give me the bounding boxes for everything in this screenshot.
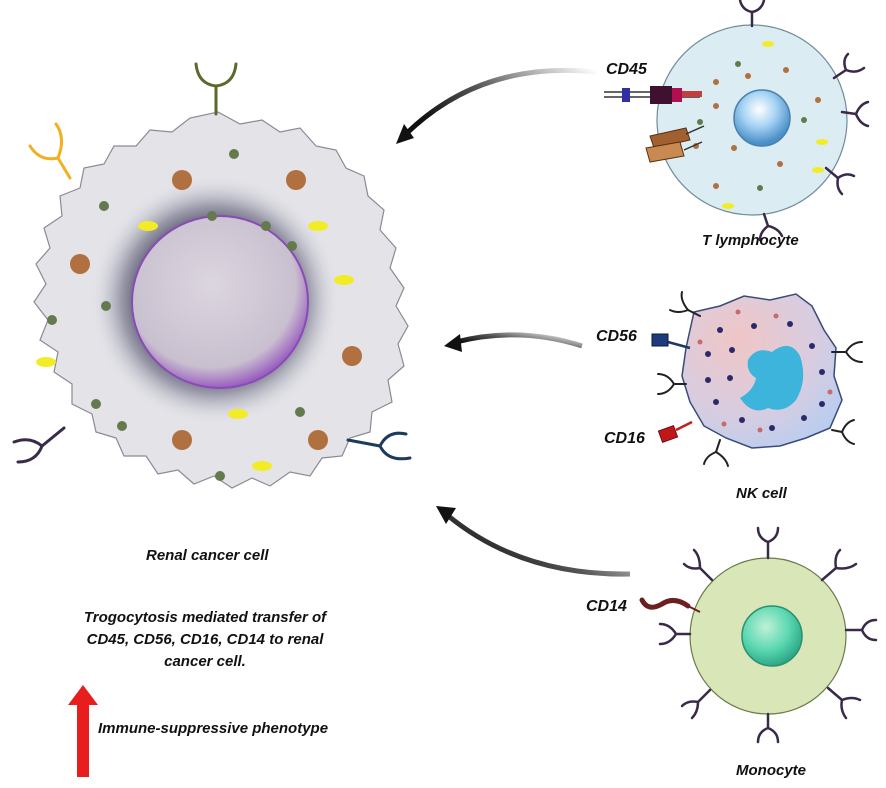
nk-cell-nucleus (740, 345, 804, 411)
cd16-label: CD16 (604, 430, 645, 447)
y-receptor-icon (194, 62, 238, 116)
trogocytosis-caption: Trogocytosis mediated transfer of CD45, … (55, 607, 355, 673)
monocyte-label: Monocyte (736, 762, 807, 779)
caption-line-3: cancer cell. (164, 653, 246, 670)
y-receptor-icon (346, 431, 412, 461)
cd45-label: CD45 (606, 61, 647, 78)
caption-line-2: CD45, CD56, CD16, CD14 to renal (86, 631, 324, 648)
cd45-marker-icon (604, 86, 702, 104)
y-receptor-icon (28, 122, 72, 180)
cd56-marker-icon (651, 333, 691, 350)
t-lymphocyte-label: T lymphocyte (702, 232, 799, 249)
brown-granules (70, 170, 362, 450)
t-lymphocyte (604, 0, 870, 242)
immune-suppressive-label: Immune-suppressive phenotype (98, 720, 329, 737)
monocyte (639, 526, 878, 744)
cd16-marker-icon (657, 420, 693, 444)
cd14-label: CD14 (586, 598, 627, 615)
cd14-marker-icon (639, 597, 691, 610)
yellow-granules (36, 221, 354, 471)
cancer-cell-nucleus (131, 215, 309, 389)
up-arrow-icon (68, 685, 98, 777)
y-receptor-icon (12, 426, 66, 464)
monocyte-nucleus (741, 605, 803, 667)
renal-cancer-cell-label: Renal cancer cell (146, 547, 269, 564)
transfer-arrow-icon (436, 506, 631, 577)
caption-line-1: Trogocytosis mediated transfer of (83, 609, 327, 626)
nk-cell (651, 291, 863, 467)
transfer-arrow-icon (396, 67, 597, 144)
t-cell-nucleus (733, 89, 791, 147)
green-granules (47, 149, 305, 481)
cd56-label: CD56 (596, 328, 637, 345)
nk-cell-label: NK cell (736, 485, 787, 502)
tcr-complex-icon (645, 125, 705, 163)
renal-cancer-cell (12, 62, 412, 489)
transfer-arrow-icon (444, 332, 583, 352)
